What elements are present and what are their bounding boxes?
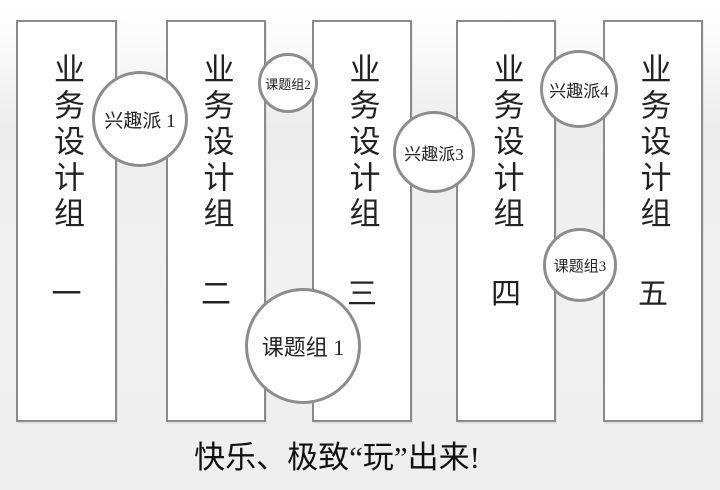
column-business-group-4: 业务设计组 四 — [456, 20, 556, 422]
overlap-circle-project-group-3: 课题组3 — [543, 228, 617, 302]
column-number: 四 — [491, 278, 521, 311]
column-label: 业务设计组 — [344, 53, 380, 233]
overlap-circle-project-group-2: 课题组2 — [258, 53, 318, 113]
circle-label: 课题组3 — [553, 258, 607, 275]
circle-label: 课题组2 — [265, 76, 311, 92]
circle-label: 课题组 1 — [261, 335, 345, 360]
column-label: 业务设计组 — [198, 53, 234, 233]
overlap-circle-project-group-1: 课题组 1 — [245, 288, 361, 404]
column-number: 五 — [638, 278, 668, 311]
overlap-circle-interest-group-3: 兴趣派3 — [393, 111, 475, 193]
column-number: 三 — [347, 278, 377, 311]
column-label: 业务设计组 — [49, 53, 84, 233]
column-label: 业务设计组 — [488, 53, 524, 233]
overlap-circle-interest-group-4: 兴趣派4 — [540, 50, 618, 128]
circle-label: 兴趣派4 — [549, 81, 609, 101]
circle-label: 兴趣派3 — [404, 144, 464, 164]
circle-label: 兴趣派 1 — [104, 110, 176, 132]
column-business-group-2: 业务设计组 二 — [166, 20, 266, 422]
overlap-circle-interest-group-1: 兴趣派 1 — [92, 71, 188, 167]
column-business-group-5: 业务设计组 五 — [603, 20, 703, 422]
column-number: 二 — [201, 278, 231, 311]
column-label: 业务设计组 — [635, 53, 671, 233]
column-number: 一 — [51, 278, 82, 311]
slide-caption: 快乐、极致“玩”出来! — [194, 440, 480, 475]
column-business-group-1: 业务设计组 一 — [16, 20, 117, 422]
